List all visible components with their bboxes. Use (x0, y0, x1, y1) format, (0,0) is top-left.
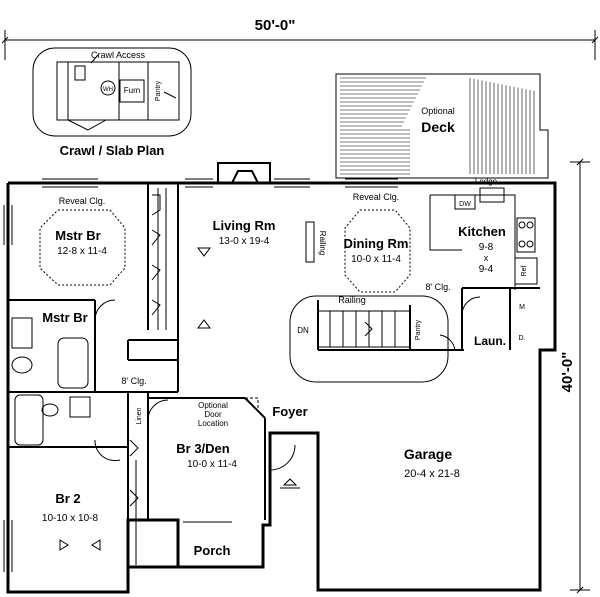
kitchen-ceiling-label: 8' Clg. (425, 282, 450, 292)
ref-label: Ref (521, 266, 528, 277)
br3-size: 10-0 x 11-4 (187, 459, 237, 470)
living-size: 13-0 x 19-4 (219, 236, 270, 247)
house-outline (6, 181, 557, 594)
optional-door-label: Optional (198, 401, 228, 410)
railing-vertical-label: Railing (318, 231, 327, 255)
furn-label: Furn (124, 86, 140, 95)
kitchen-counters (429, 187, 538, 290)
kitchen-width: 9-8 (479, 242, 494, 253)
windows (3, 178, 398, 572)
wh-label: WH (103, 87, 113, 93)
interior-walls (8, 183, 540, 567)
dw-label: DW (459, 201, 471, 208)
depth-dimension-line (570, 158, 590, 594)
porch-name: Porch (194, 543, 231, 558)
linen-label: Linen (136, 407, 143, 424)
kitchen-name: Kitchen (458, 224, 506, 239)
door-word-label: Door (204, 410, 222, 419)
register-arrows (59, 247, 300, 551)
stair-dn-label: DN (297, 326, 309, 335)
crawl-plan-title: Crawl / Slab Plan (60, 143, 165, 158)
closet-shelves (129, 188, 167, 565)
kitchen-x: x (484, 253, 489, 263)
crawl-plan-inset (32, 47, 192, 137)
dining-name: Dining Rm (344, 236, 409, 251)
foyer-name: Foyer (272, 404, 307, 419)
dining-size: 10-0 x 11-4 (351, 254, 401, 265)
br2-name: Br 2 (55, 491, 80, 506)
deck-hatching (340, 77, 535, 175)
width-dimension-line (1, 30, 599, 60)
br2-size: 10-10 x 10-8 (42, 513, 99, 524)
stair (289, 221, 449, 383)
railing-horizontal-label: Railing (338, 295, 366, 305)
bath-fixtures (11, 317, 91, 446)
mstr-br-note: Reveal Clg. (59, 196, 106, 206)
garage-name: Garage (404, 446, 452, 462)
crawl-pantry-label: Pantry (155, 80, 162, 101)
width-label: 50'-0" (255, 17, 296, 34)
hall-ceiling-label: 8' Clg. (121, 376, 146, 386)
deck (335, 73, 549, 179)
fireplace (217, 162, 271, 184)
reveal-ceilings (39, 209, 411, 293)
br3-name: Br 3/Den (176, 441, 230, 456)
crawl-access-label: Crawl Access (91, 50, 146, 60)
kitchen-height: 9-4 (479, 264, 494, 275)
mstr-br-name: Mstr Br (55, 228, 101, 243)
location-word-label: Location (198, 419, 228, 428)
mstr-bath-name: Mstr Br (42, 310, 88, 325)
door-swings (94, 296, 481, 471)
garage-size: 20-4 x 21-8 (404, 468, 460, 480)
laundry-name: Laun. (474, 334, 506, 348)
dining-note: Reveal Clg. (353, 192, 400, 202)
deck-note: Optional (421, 106, 455, 116)
depth-label: 40'-0" (559, 352, 576, 393)
pantry-label: Pantry (415, 319, 422, 340)
mstr-br-size: 12-8 x 11-4 (57, 246, 107, 257)
living-name: Living Rm (213, 218, 276, 233)
deck-name: Deck (421, 119, 455, 135)
m-label: M (519, 304, 525, 311)
ledge-label: Ledge (475, 177, 498, 186)
d-label: D. (519, 335, 526, 342)
